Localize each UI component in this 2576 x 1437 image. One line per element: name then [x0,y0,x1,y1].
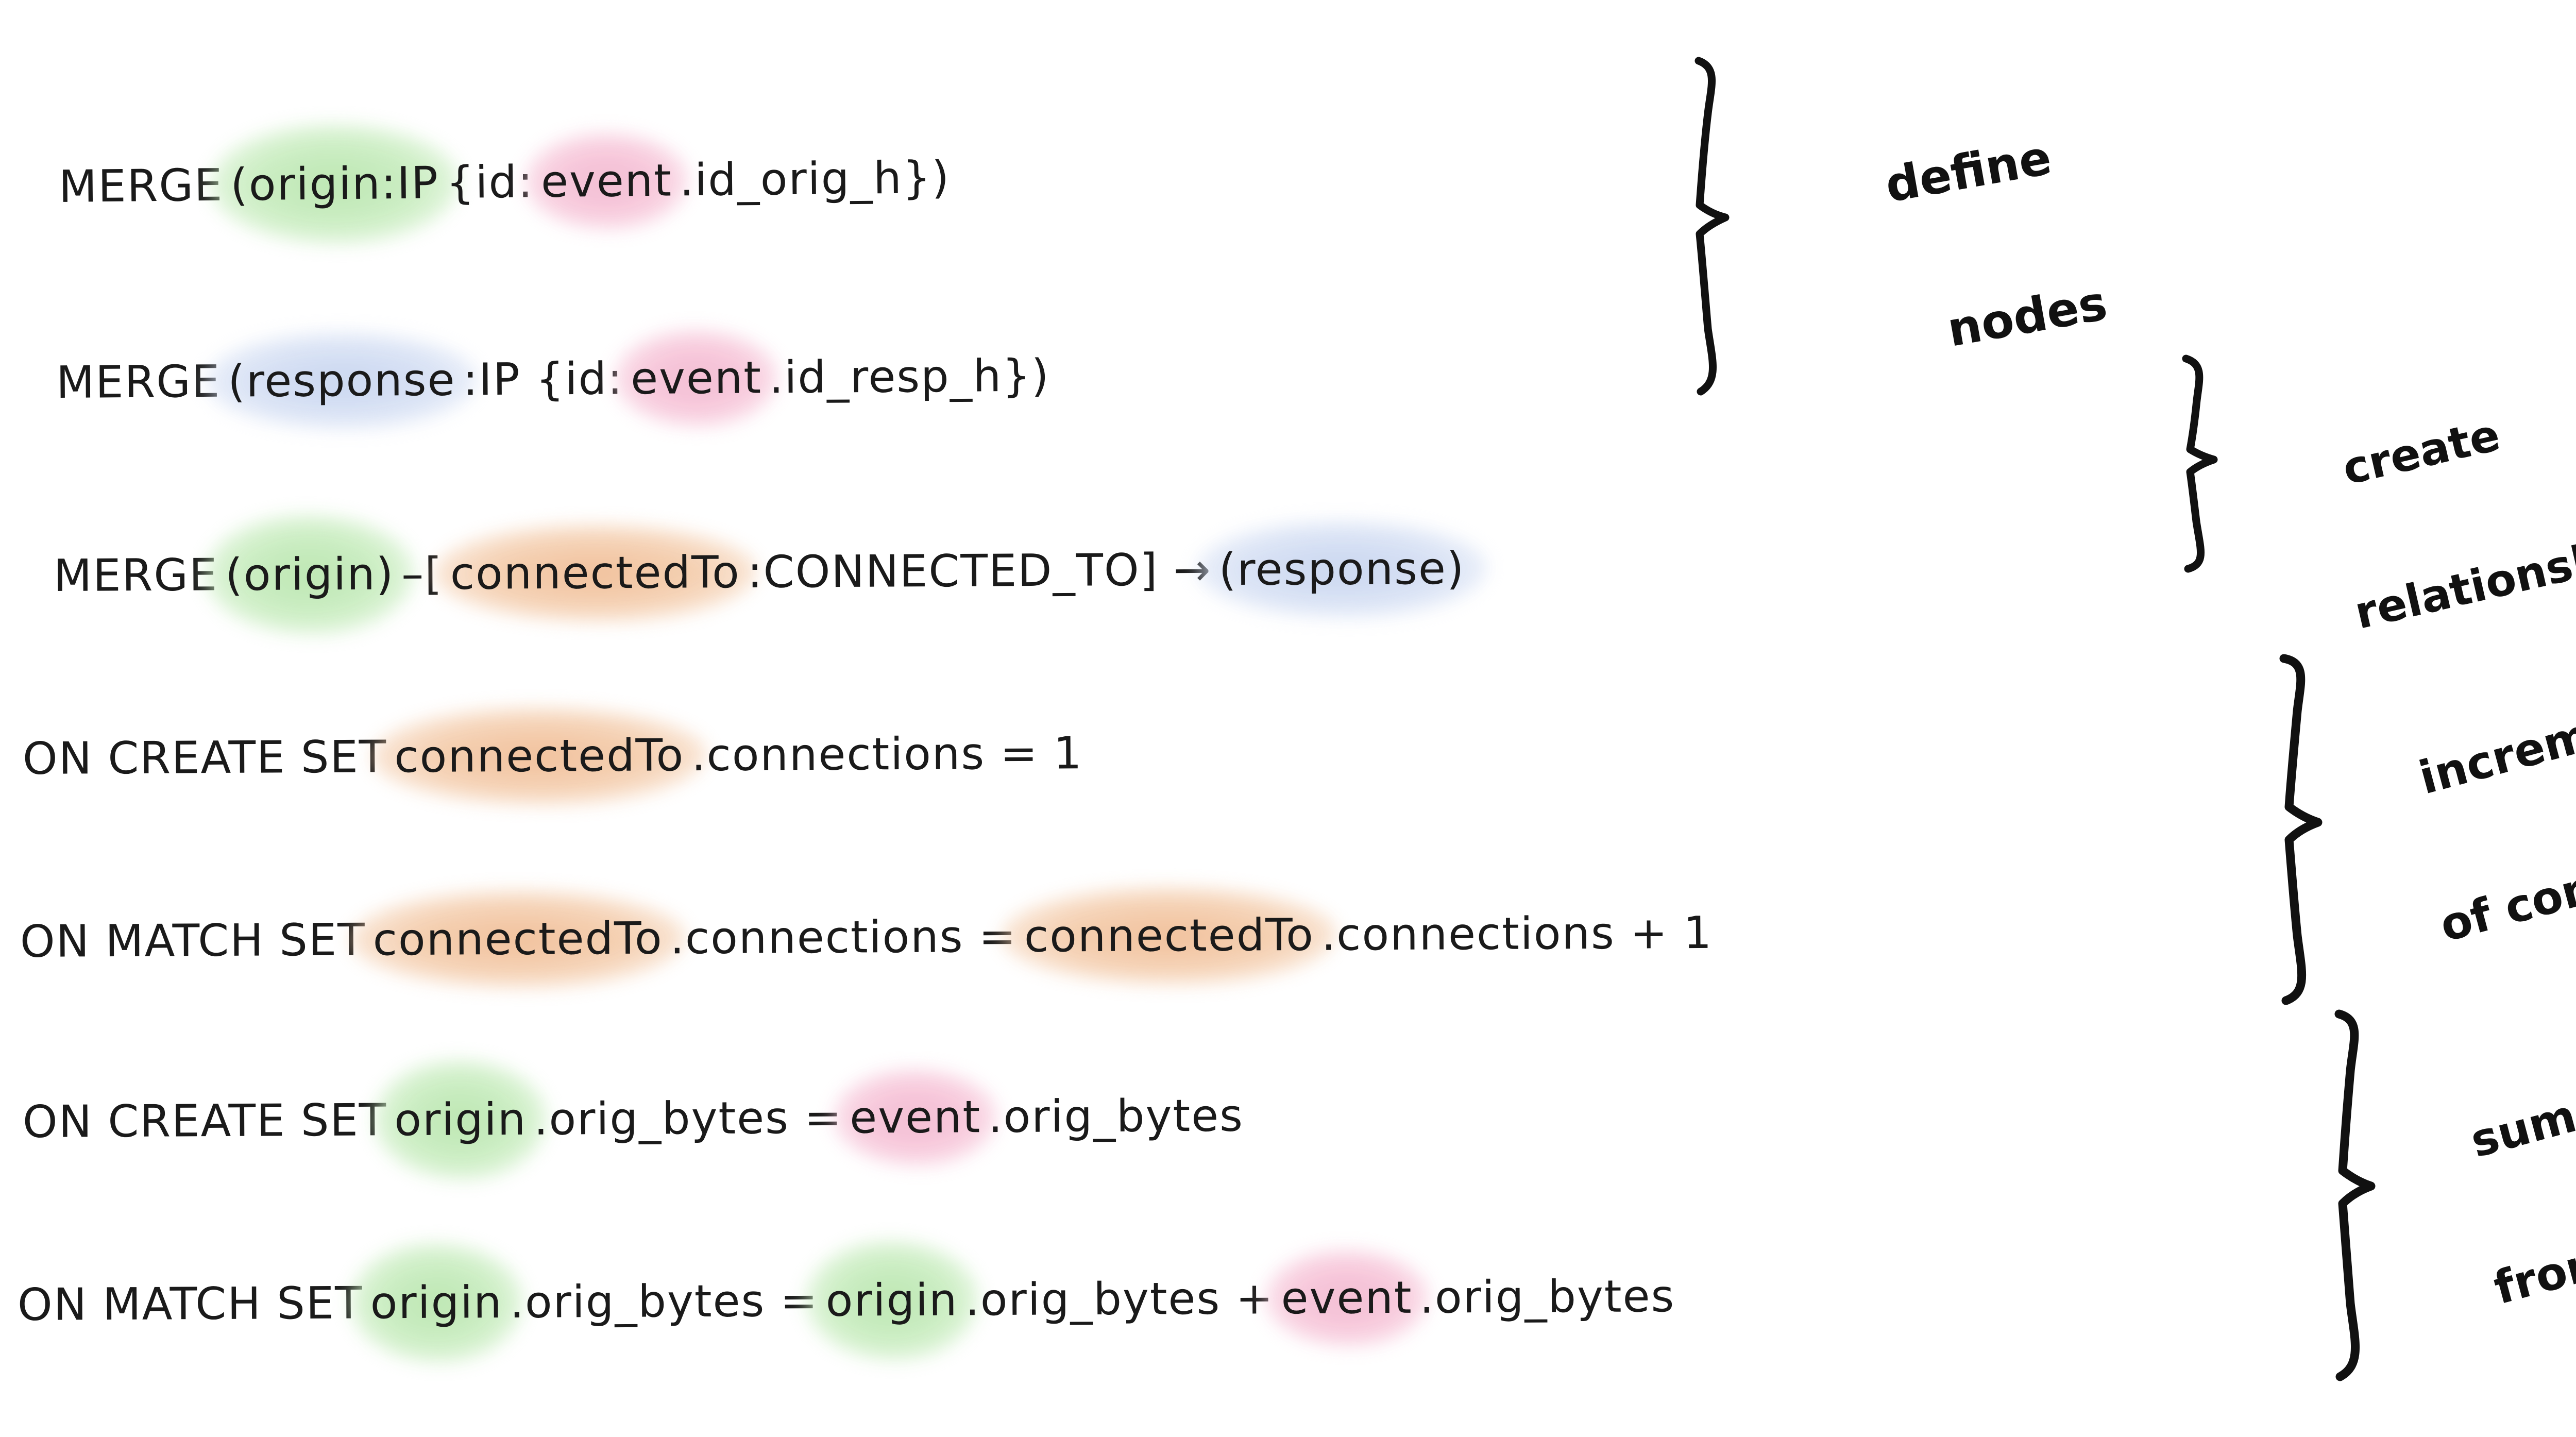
brace-increment-count [2279,654,2323,1005]
annotation-increment-count-line1: increment count [2413,686,2576,805]
line2-token-1-highlight-blue: (response [223,354,461,408]
line5-token-1-highlight-orange: connectedTo [367,912,668,966]
line7-token-6: .orig_bytes [1419,1271,1675,1324]
annotation-define-nodes: define nodes [1865,33,2127,456]
code-line-7: ON MATCH SET origin.orig_bytes = origin.… [15,1271,1677,1331]
line6-token-4: .orig_bytes [988,1090,1244,1143]
line4-token-0: ON CREATE SET [22,731,387,785]
line2-token-0: MERGE [56,356,221,409]
line7-token-3-highlight-green: origin [820,1274,963,1326]
line1-token-2: {id: [446,156,534,209]
line3-token-0: MERGE [53,549,218,602]
line7-token-2: .orig_bytes = [510,1275,819,1328]
line5-token-0: ON MATCH SET [20,914,366,968]
code-line-3: MERGE (origin)–[connectedTo:CONNECTED_TO… [52,543,1470,602]
line3-token-5-highlight-blue: (response) [1213,543,1470,596]
annotation-sum-bytes-line1: sum of bytes [2465,1089,2576,1168]
line3-token-3-highlight-orange: connectedTo [445,547,745,600]
line7-token-0: ON MATCH SET [17,1277,363,1331]
line6-token-3-highlight-pink: event [844,1091,986,1143]
annotation-define-nodes-line2: nodes [1943,275,2111,358]
line2-token-3-highlight-pink: event [625,352,768,404]
line7-token-4: .orig_bytes + [965,1273,1274,1326]
line3-token-1-highlight-green: (origin) [220,549,399,601]
line1-token-3-highlight-pink: event [536,155,678,208]
line3-token-4: :CONNECTED_TO] → [747,544,1212,598]
brace-create-relationship [2182,354,2218,573]
code-line-6: ON CREATE SET origin.orig_bytes = event.… [21,1090,1246,1148]
annotation-define-nodes-line1: define [1881,129,2056,213]
line5-token-4: .connections + 1 [1321,907,1713,961]
line2-token-4: .id_resp_h}) [769,350,1050,404]
line7-token-5-highlight-pink: event [1276,1272,1417,1324]
line1-token-1-highlight-green: (origin:IP [225,157,444,211]
line5-token-3-highlight-orange: connectedTo [1019,909,1319,962]
line7-token-1-highlight-green: origin [365,1277,507,1329]
line6-token-0: ON CREATE SET [22,1094,387,1148]
annotation-increment-count-line2: of connections [2434,804,2576,952]
code-line-1: MERGE (origin:IP {id: event.id_orig_h}) [57,151,953,213]
line1-token-4: .id_orig_h}) [679,151,951,207]
line5-token-2: .connections = [670,910,1018,965]
code-line-2: MERGE (response:IP {id: event.id_resp_h}… [54,350,1052,409]
annotation-create-relationship-line1: create [2337,409,2505,496]
annotation-create-relationship-line2: relationship [2350,521,2576,639]
brace-define-nodes [1694,57,1730,396]
annotation-sum-bytes: sum of bytes from origin [2442,945,2576,1397]
code-line-5: ON MATCH SET connectedTo.connections = c… [18,907,1715,968]
line4-token-1-highlight-orange: connectedTo [389,730,689,783]
line4-token-2: .connections = 1 [691,728,1083,782]
annotation-sum-bytes-line2: from origin [2488,1232,2576,1315]
code-line-4: ON CREATE SET connectedTo.connections = … [21,728,1085,785]
line2-token-2: :IP {id: [463,353,624,406]
line6-token-2: .orig_bytes = [533,1092,843,1145]
line6-token-1-highlight-green: origin [389,1094,532,1146]
brace-sum-bytes [2334,1009,2376,1381]
line1-token-0: MERGE [58,159,224,213]
